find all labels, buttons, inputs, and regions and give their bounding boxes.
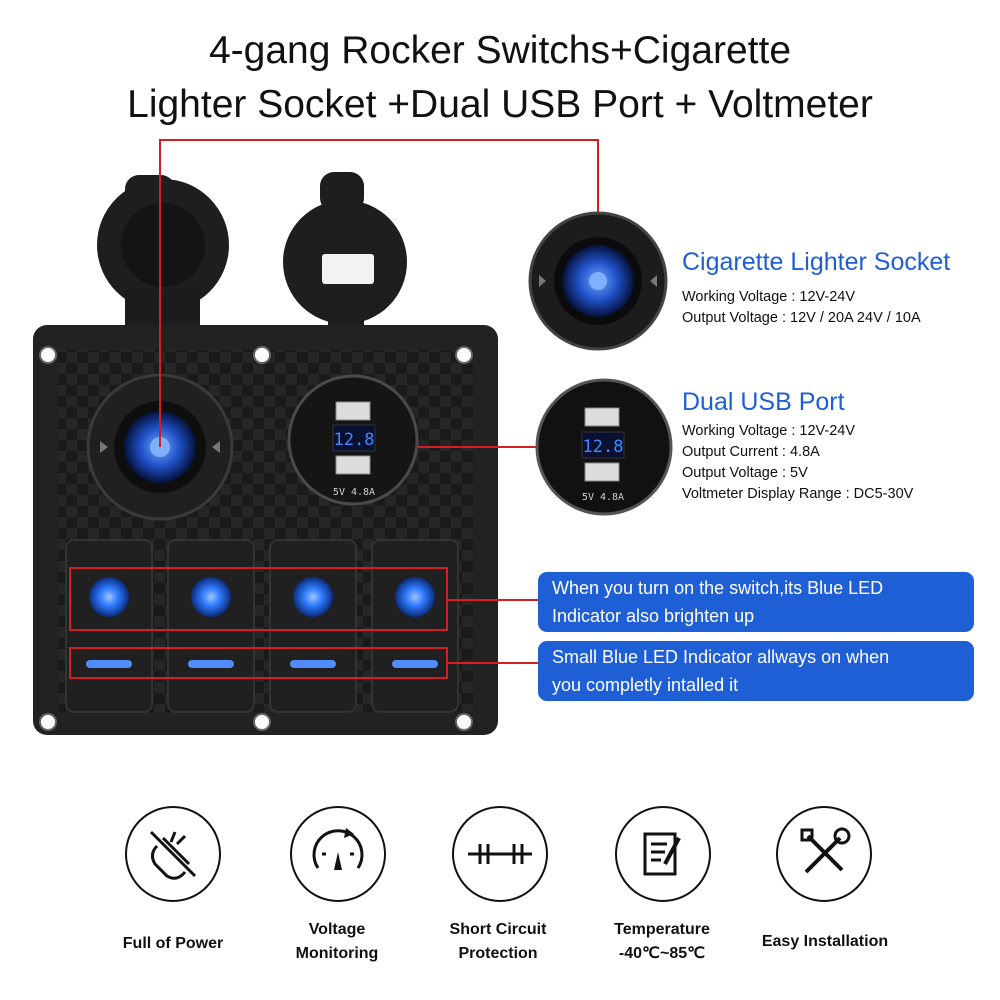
rocker-switch-4 (371, 539, 459, 713)
usb-rating-text: 5V 4.8A (333, 487, 375, 498)
small-led-callout: Small Blue LED Indicator allways on when… (538, 641, 974, 701)
feature-label-temperature-line-1: Temperature (614, 921, 710, 938)
feature-label-short-circuit-line-1: Short Circuit (449, 921, 547, 938)
small-led-callout-line-1: Small Blue LED Indicator allways on when (552, 647, 890, 667)
usb-spec-line-3: Output Voltage : 5V (682, 465, 808, 481)
small-led-callout-line-2: you completly intalled it (552, 675, 739, 695)
usb-spec-line-1: Working Voltage : 12V-24V (682, 423, 856, 439)
voltmeter-readout-closeup: 12.8 (583, 437, 624, 457)
usb-spec-line-4: Voltmeter Display Range : DC5-30V (682, 486, 914, 502)
led-callout-line-2: Indicator also brighten up (552, 606, 755, 626)
feature-label-voltage: Voltage Monitoring (257, 918, 417, 966)
switch-panel-illustration: 12.8 5V 4.8A (33, 139, 673, 735)
voltmeter-readout: 12.8 (334, 430, 375, 450)
gauge-icon (290, 806, 386, 902)
tools-icon (776, 806, 872, 902)
cigarette-socket-heading: Cigarette Lighter Socket (682, 248, 951, 276)
usb-rating-text-closeup: 5V 4.8A (582, 492, 624, 503)
feature-label-short-circuit: Short Circuit Protection (418, 918, 578, 966)
document-pen-icon (615, 806, 711, 902)
mounting-holes (39, 346, 473, 731)
rocker-switch-1 (65, 539, 153, 713)
cigarette-spec-line-1: Working Voltage : 12V-24V (682, 289, 856, 305)
usb-spec-line-2: Output Current : 4.8A (682, 444, 820, 460)
usb-port-closeup (535, 378, 673, 516)
feature-label-short-circuit-line-2: Protection (458, 945, 538, 962)
feature-label-voltage-line-1: Voltage (308, 921, 366, 938)
feature-label-power: Full of Power (93, 932, 253, 956)
cigarette-connector-line (159, 139, 599, 447)
fuse-icon (452, 806, 548, 902)
feature-label-power-text: Full of Power (122, 935, 224, 952)
dual-usb-port (287, 374, 419, 506)
rocker-switch-3 (269, 539, 357, 713)
led-callout-line-1: When you turn on the switch,its Blue LED (552, 578, 884, 598)
feature-label-installation-text: Easy Installation (761, 933, 889, 950)
usb-port-heading: Dual USB Port (682, 388, 845, 416)
cigarette-spec-line-2: Output Voltage : 12V / 20A 24V / 10A (682, 310, 921, 326)
feature-label-installation: Easy Installation (745, 930, 905, 954)
rocker-switch-2 (167, 539, 255, 713)
led-callout: When you turn on the switch,its Blue LED… (538, 572, 974, 632)
feature-label-voltage-line-2: Monitoring (295, 945, 379, 962)
feature-label-temperature: Temperature -40℃~85℃ (582, 918, 742, 966)
feature-label-temperature-line-2: -40℃~85℃ (618, 945, 706, 962)
page-title-line-1: 4-gang Rocker Switchs+Cigarette (208, 29, 792, 72)
page-title-line-2: Lighter Socket +Dual USB Port + Voltmete… (127, 83, 873, 126)
power-icon (125, 806, 221, 902)
cigarette-socket-closeup (528, 211, 668, 351)
